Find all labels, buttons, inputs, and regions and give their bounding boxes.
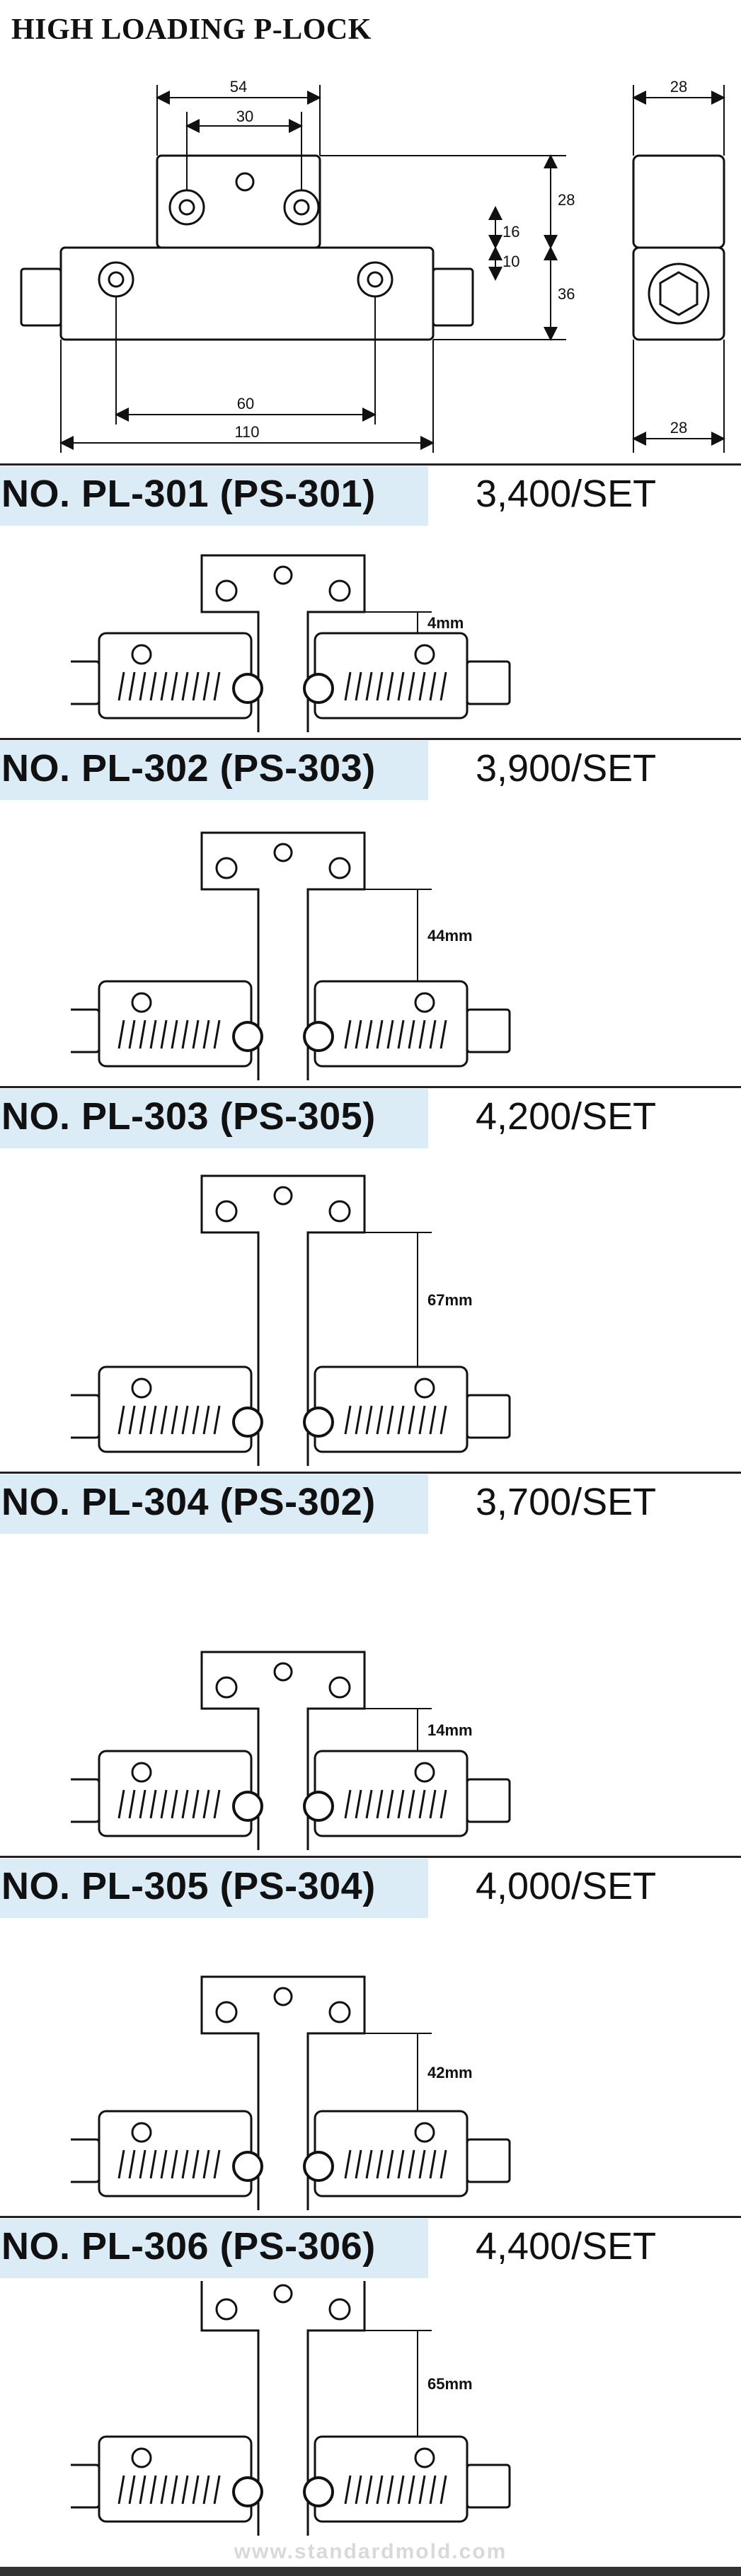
model-highlight [0, 741, 428, 800]
price-label: 3,900/SET [476, 747, 657, 790]
dim-110: 110 [234, 423, 259, 441]
section-divider [0, 2216, 741, 2218]
gap-label: 65mm [427, 2375, 473, 2393]
gap-label: 14mm [427, 1721, 473, 1739]
dim-60: 60 [237, 395, 254, 412]
section-divider [0, 738, 741, 740]
dim-54: 54 [230, 78, 247, 96]
model-number: NO. PL-305 (PS-304) [1, 1865, 376, 1907]
dim-28-side-bottom: 28 [670, 419, 687, 437]
dim-36: 36 [558, 285, 575, 303]
gap-label: 67mm [427, 1291, 473, 1309]
price-label: 3,700/SET [476, 1481, 657, 1523]
model-number: NO. PL-303 (PS-305) [1, 1095, 376, 1138]
section-divider [0, 1086, 741, 1088]
model-highlight [0, 1474, 428, 1534]
bottom-bar [0, 2567, 741, 2576]
gap-label: 4mm [427, 614, 464, 632]
section-divider [0, 463, 741, 466]
page-title: HIGH LOADING P-LOCK [11, 13, 372, 46]
dimension-drawing: 54 30 28 16 10 36 60 110 28 28 [20, 78, 725, 453]
model-number: NO. PL-301 (PS-301) [1, 473, 376, 515]
model-highlight [0, 2219, 428, 2278]
model-number: NO. PL-304 (PS-302) [1, 1481, 376, 1523]
plock-illustration: 42mm [71, 1975, 511, 2210]
price-label: 4,400/SET [476, 2225, 657, 2268]
gap-label: 42mm [427, 2064, 473, 2081]
price-label: 4,000/SET [476, 1865, 657, 1907]
model-number: NO. PL-302 (PS-303) [1, 747, 376, 790]
section-divider [0, 1472, 741, 1474]
plock-illustration: 14mm [71, 1651, 511, 1850]
gap-label: 44mm [427, 927, 473, 945]
dim-30: 30 [236, 108, 253, 125]
plock-illustration: 65mm [71, 2281, 511, 2536]
model-highlight [0, 466, 428, 526]
dim-10: 10 [502, 253, 519, 270]
model-number: NO. PL-306 (PS-306) [1, 2225, 376, 2268]
dim-28: 28 [558, 191, 575, 209]
plock-illustration: 44mm [71, 831, 511, 1080]
price-label: 4,200/SET [476, 1095, 657, 1138]
plock-illustration: 4mm [71, 554, 511, 732]
model-highlight [0, 1859, 428, 1918]
plock-illustration: 67mm [71, 1174, 511, 1466]
watermark: www.standardmold.com [234, 2540, 507, 2563]
price-label: 3,400/SET [476, 473, 657, 515]
model-highlight [0, 1089, 428, 1148]
dim-28-side-top: 28 [670, 78, 687, 96]
dim-16: 16 [502, 223, 519, 241]
section-divider [0, 1856, 741, 1858]
